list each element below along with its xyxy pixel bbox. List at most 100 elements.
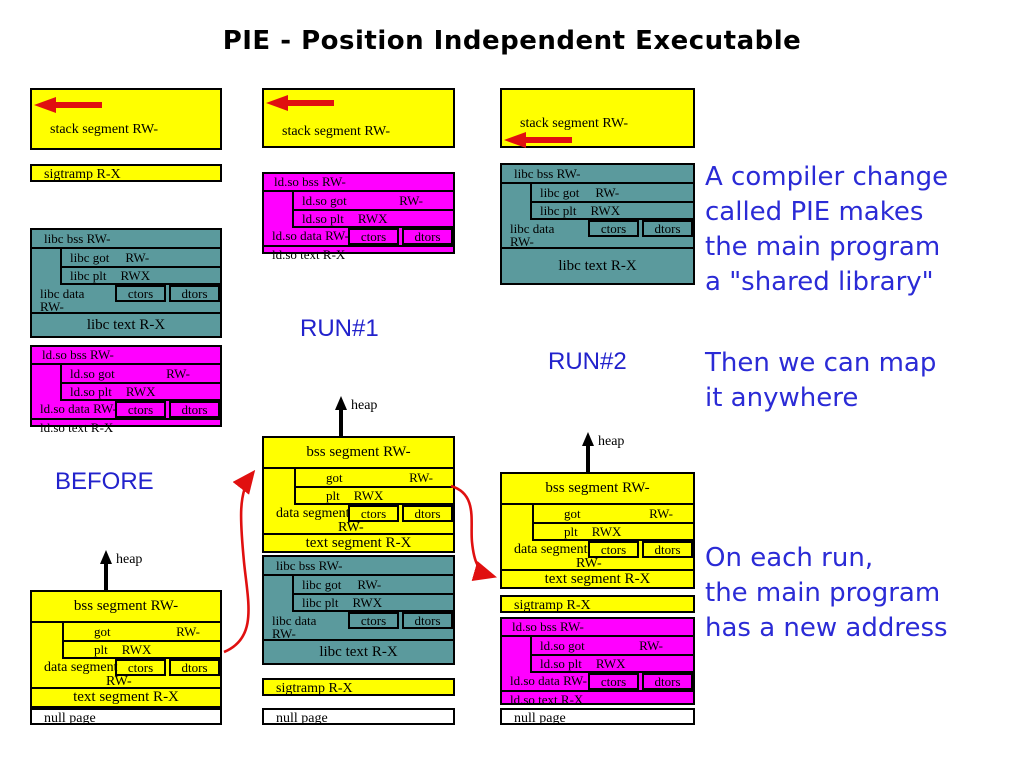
libc-data-label: libc data — [272, 613, 317, 628]
ctors-box: ctors — [588, 673, 639, 690]
dtors-box: dtors — [402, 505, 453, 522]
main-plt-row: plt RWX — [64, 642, 220, 657]
arrow-before-to-run1 — [223, 469, 256, 654]
ldso-got-label: ld.so got — [302, 192, 347, 208]
main-got-plt-group: got RW- plt RWX — [62, 623, 220, 659]
note-compiler-change: A compiler change called PIE makes the m… — [705, 162, 949, 297]
libc-got-row: libc got RW- — [62, 249, 220, 268]
libc-data-perm: RW- — [272, 626, 296, 641]
run1-stack-segment: stack segment RW- — [262, 88, 455, 148]
run2-main-program-block: bss segment RW- got RW- plt RWX data seg… — [500, 472, 695, 589]
null-page-label: null page — [276, 711, 328, 726]
ldso-plt-perm: RWX — [125, 383, 156, 399]
note-map-anywhere: Then we can map it anywhere — [705, 348, 937, 413]
libc-bss-row: libc bss RW- — [502, 165, 693, 184]
ldso-text-row: ld.so text R-X — [32, 418, 220, 436]
ldso-got-perm: RW- — [166, 365, 190, 381]
heap-arrow-icon — [335, 396, 347, 436]
sigtramp-label: sigtramp R-X — [44, 167, 121, 182]
before-heading: BEFORE — [55, 468, 154, 495]
ldso-bss-row: ld.so bss RW- — [502, 619, 693, 637]
main-data-perm: RW- — [106, 674, 132, 689]
run2-libc-block: libc bss RW- libc got RW- libc plt RWX l… — [500, 163, 695, 285]
run2-sigtramp: sigtramp R-X — [500, 595, 695, 613]
libc-data-label: libc data — [40, 286, 85, 301]
libc-plt-label: libc plt — [302, 594, 339, 610]
ldso-plt-label: ld.so plt — [302, 210, 344, 226]
dtors-box: dtors — [642, 673, 693, 690]
libc-got-perm: RW- — [125, 249, 150, 265]
dtors-box: dtors — [402, 228, 453, 245]
main-text-row: text segment R-X — [264, 533, 453, 552]
ctors-box: ctors — [115, 285, 166, 302]
ctors-box: ctors — [348, 612, 399, 629]
libc-plt-label: libc plt — [540, 202, 577, 218]
libc-text-row: libc text R-X — [264, 639, 453, 663]
run2-heading: RUN#2 — [548, 348, 627, 375]
dtors-box: dtors — [169, 659, 220, 676]
main-bss-row: bss segment RW- — [264, 438, 453, 469]
libc-bss-row: libc bss RW- — [32, 230, 220, 249]
libc-got-label: libc got — [540, 184, 580, 200]
before-main-program-block: bss segment RW- got RW- plt RWX data seg… — [30, 590, 222, 708]
ldso-bss-row: ld.so bss RW- — [264, 174, 453, 192]
heap-label: heap — [116, 552, 143, 567]
main-data-label: data segment — [514, 542, 588, 557]
libc-data-perm: RW- — [40, 299, 64, 314]
main-plt-label: plt — [94, 641, 108, 657]
run2-ldso-block: ld.so bss RW- ld.so got RW- ld.so plt RW… — [500, 617, 695, 708]
ldso-plt-label: ld.so plt — [540, 655, 582, 671]
run2-null-page: null page — [500, 708, 695, 726]
dtors-box: dtors — [642, 541, 693, 558]
libc-bss-row: libc bss RW- — [264, 557, 453, 576]
before-libc-block: libc bss RW- libc got RW- libc plt RWX l… — [30, 228, 222, 338]
main-got-row: got RW- — [64, 623, 220, 642]
ldso-data-row: ld.so data RW- ctors dtors — [32, 401, 220, 418]
main-data-perm: RW- — [576, 556, 602, 571]
main-got-label: got — [564, 505, 581, 521]
libc-got-label: libc got — [302, 576, 342, 592]
ctors-box: ctors — [348, 505, 399, 522]
main-plt-perm: RWX — [121, 641, 152, 657]
red-left-arrow-icon — [266, 95, 334, 111]
run2-stack-segment: stack segment RW- — [500, 88, 695, 148]
ldso-got-perm: RW- — [639, 637, 663, 653]
run1-main-program-block: bss segment RW- got RW- plt RWX data seg… — [262, 436, 455, 553]
dtors-box: dtors — [642, 220, 693, 237]
ldso-data-label: ld.so data RW- — [40, 401, 117, 416]
main-got-label: got — [94, 623, 111, 639]
before-ldso-block: ld.so bss RW- ld.so got RW- ld.so plt RW… — [30, 345, 222, 435]
before-stack-segment: stack segment RW- — [30, 88, 222, 150]
ldso-plt-perm: RWX — [595, 655, 626, 671]
run1-heap-marker: heap — [333, 396, 377, 436]
before-null-page: null page — [30, 708, 222, 726]
main-data-label: data segment — [44, 660, 118, 675]
run1-ldso-block: ld.so bss RW- ld.so got RW- ld.so plt RW… — [262, 172, 455, 262]
libc-data-row: libc data RW- ctors dtors — [32, 285, 220, 314]
ldso-data-label: ld.so data RW- — [272, 228, 349, 243]
libc-plt-perm: RWX — [590, 202, 621, 218]
main-text-row: text segment R-X — [502, 569, 693, 588]
libc-plt-perm: RWX — [352, 594, 383, 610]
ctors-box: ctors — [348, 228, 399, 245]
stack-label: stack segment RW- — [282, 124, 391, 139]
dtors-box: dtors — [169, 285, 220, 302]
ctors-box: ctors — [588, 220, 639, 237]
ldso-bss-row: ld.so bss RW- — [32, 347, 220, 365]
ldso-text-row: ld.so text R-X — [264, 245, 453, 263]
libc-plt-perm: RWX — [120, 267, 151, 283]
libc-got-plt-group: libc got RW- libc plt RWX — [60, 249, 220, 285]
main-plt-label: plt — [564, 523, 578, 539]
ldso-got-perm: RW- — [399, 192, 423, 208]
run1-sigtramp: sigtramp R-X — [262, 678, 455, 696]
ldso-text-row: ld.so text R-X — [502, 690, 693, 708]
main-bss-row: bss segment RW- — [32, 592, 220, 623]
main-plt-perm: RWX — [353, 487, 384, 503]
main-bss-row: bss segment RW- — [502, 474, 693, 505]
note-new-address: On each run, the main program has a new … — [705, 543, 948, 643]
libc-text-row: libc text R-X — [32, 312, 220, 336]
ctors-box: ctors — [588, 541, 639, 558]
libc-got-label: libc got — [70, 249, 110, 265]
before-heap-marker: heap — [98, 550, 142, 590]
